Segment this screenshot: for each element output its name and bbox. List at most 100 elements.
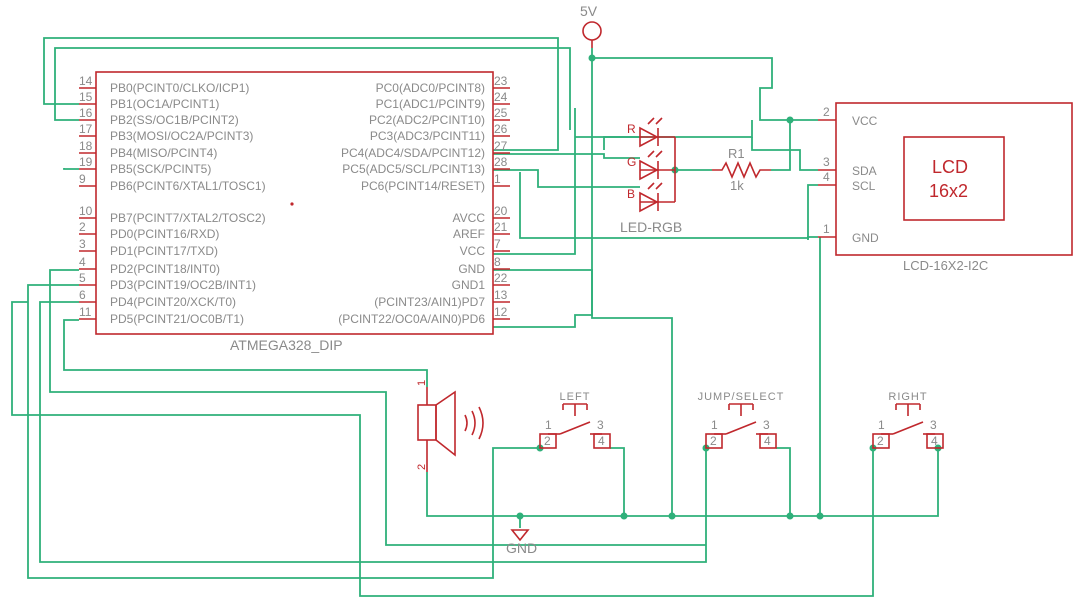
- mcu-pin-number: 10: [79, 204, 93, 218]
- button-pin: 1: [545, 418, 552, 432]
- wire-left-to-pd3: [27, 284, 540, 579]
- mcu-pin-name: PC6(PCINT14/RESET): [361, 179, 485, 193]
- mcu-body: [95, 71, 494, 335]
- led-diode-r: [639, 126, 659, 148]
- mcu-pin-name: PB7(PCINT7/XTAL2/TOSC2): [110, 211, 266, 225]
- mcu-pin-number: 21: [494, 220, 508, 234]
- mcu-pin-name: PB6(PCINT6/XTAL1/TOSC1): [110, 179, 266, 193]
- wire-pc5-to-led-b: [493, 169, 640, 188]
- ground-symbol: GND: [506, 529, 537, 556]
- mcu-pin-number: 15: [79, 90, 93, 104]
- junction: [588, 54, 596, 62]
- mcu-pin-number: 14: [79, 74, 93, 88]
- mcu-pin-number: 19: [79, 155, 93, 169]
- rgb-led: R G B LED-RGB: [620, 117, 682, 235]
- wire-lcd-gnd-stub: [807, 236, 818, 240]
- resistor-r1: R1 1k: [712, 146, 771, 193]
- mcu-pin-name: PB3(MOSI/OC2A/PCINT3): [110, 129, 253, 143]
- button-pin: 4: [598, 434, 605, 448]
- mcu-pin-number: 23: [494, 74, 508, 88]
- wire-gnd-mcu: [493, 269, 673, 516]
- mcu-pin-name: PD4(PCINT20/XCK/T0): [110, 295, 236, 309]
- wire-5v-to-lcd-vcc: [592, 57, 818, 121]
- mcu-pin-number: 24: [494, 90, 508, 104]
- sound-waves-icon: [464, 406, 484, 440]
- lcd-screen: [903, 136, 1005, 221]
- button-label: LEFT: [560, 391, 591, 403]
- mcu-pin-name: PB4(MISO/PCINT4): [110, 146, 217, 160]
- mcu-pin-name: GND1: [452, 278, 486, 292]
- button-pin: 3: [763, 418, 770, 432]
- mcu-pin-name: (PCINT23/AIN1)PD7: [374, 295, 485, 309]
- mcu-pin-name: PC1(ADC1/PCINT9): [376, 97, 485, 111]
- speaker-pin1: 1: [416, 380, 428, 386]
- resistor-name: R1: [728, 146, 745, 161]
- mcu-pin-number: 20: [494, 204, 508, 218]
- led-label-b: B: [627, 187, 635, 201]
- wire-5v-bus: [575, 120, 753, 138]
- wire-gnd-bus: [426, 448, 939, 517]
- speaker-pin2: 2: [416, 464, 428, 470]
- mcu-pin-number: 25: [494, 106, 508, 120]
- button-pin: 1: [878, 418, 885, 432]
- mcu-pin-name: PB2(SS/OC1B/PCINT2): [110, 113, 239, 127]
- lcd-pin-name: VCC: [852, 114, 878, 128]
- wire-pc4-to-led-g: [493, 153, 640, 159]
- mcu-pin-number: 1: [494, 172, 501, 186]
- led-name: LED-RGB: [620, 219, 682, 235]
- wire-sda: [751, 137, 818, 171]
- switch-lever: [725, 421, 757, 435]
- ground-label: GND: [506, 540, 537, 556]
- junction: [816, 512, 824, 520]
- junction: [620, 512, 628, 520]
- junction: [786, 116, 794, 124]
- wire-res-to-vcc: [771, 120, 791, 171]
- mcu-pin-number: 22: [494, 271, 508, 285]
- mcu-pin-name: PC0(ADC0/PCINT8): [376, 81, 485, 95]
- wire-5v-to-pd7: [493, 48, 593, 328]
- mcu-pin-number: 8: [494, 255, 501, 269]
- switch-lever: [892, 421, 924, 435]
- button-pin: 2: [544, 434, 551, 448]
- mcu-pin-name: PD1(PCINT17/TXD): [110, 244, 218, 258]
- lcd-pin-number: 1: [823, 222, 830, 236]
- lcd-pin-name: SDA: [852, 164, 877, 178]
- wire-speaker-to-pd5: [63, 319, 428, 387]
- wire-jump-to-pd4: [39, 301, 707, 563]
- wire-pd2-route: [49, 269, 706, 546]
- button-label: RIGHT: [888, 391, 927, 403]
- lcd-pin-number: 2: [823, 105, 830, 119]
- lcd-name: LCD-16X2-I2C: [903, 258, 988, 273]
- led-label-g: G: [627, 155, 636, 169]
- wire-pb5: [63, 168, 79, 170]
- mcu-pin-name: PD5(PCINT21/OC0B/T1): [110, 312, 244, 326]
- button-label: JUMP/SELECT: [698, 391, 785, 403]
- mcu-pin-number: 7: [494, 237, 501, 251]
- switch-lever: [559, 421, 591, 435]
- button-pin: 4: [764, 434, 771, 448]
- mcu-pin-number: 13: [494, 288, 508, 302]
- button-pin: 3: [930, 418, 937, 432]
- mcu-pin-name: VCC: [460, 244, 486, 258]
- mcu-pin-name: PB1(OC1A/PCINT1): [110, 97, 219, 111]
- lcd-pin-number: 3: [823, 155, 830, 169]
- wire-pb1-to-pc4: [43, 37, 559, 151]
- wire-right-to-pd2: [11, 301, 874, 597]
- lcd-pin-name: SCL: [852, 179, 876, 193]
- junction: [786, 512, 794, 520]
- mcu-pin-number: 17: [79, 122, 93, 136]
- power-label: 5V: [580, 3, 598, 19]
- mcu-pin-number: 28: [494, 155, 508, 169]
- mcu-pin-number: 5: [79, 271, 86, 285]
- mcu-pin-number: 6: [79, 288, 86, 302]
- speaker-cone: [435, 390, 456, 457]
- mcu-pin-name: PD0(PCINT16/RXD): [110, 227, 219, 241]
- mcu-pin-name: PB5(SCK/PCINT5): [110, 162, 211, 176]
